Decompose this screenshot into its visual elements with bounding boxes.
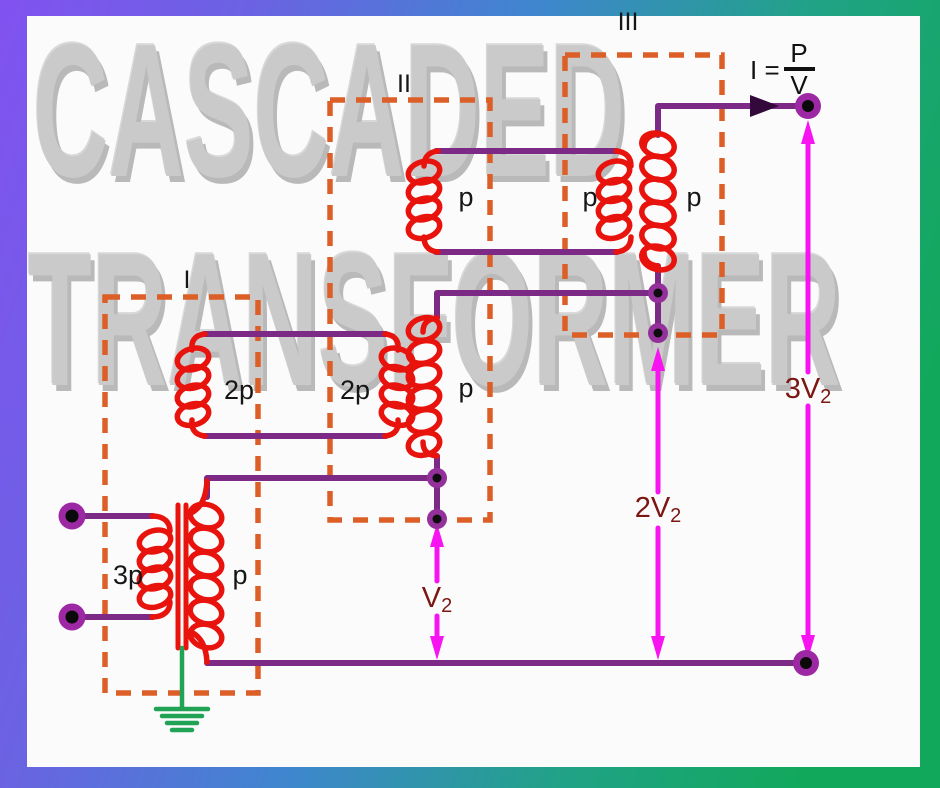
coil-loop [136,582,174,611]
voltage-arrowheads [430,120,815,660]
coil-t1-primary [136,527,174,611]
t3-right-label: p [686,182,701,212]
3v2-head-down [801,635,815,659]
hook [613,148,634,169]
2v2-label: 2V2 [635,492,682,527]
hook [149,513,173,534]
link-right-label: 2p [340,375,370,405]
coil-loop [405,429,443,459]
v2-head-up [430,523,444,547]
output-terminal-core [802,100,814,112]
coil-t1-secondary [187,501,225,651]
coil-link1-left [174,345,212,429]
t2-top-label: p [458,182,473,212]
transformer-coils [136,130,677,665]
2v2-head-down [651,636,665,660]
formula-numerator: P [790,38,807,68]
3v2-base: 3V [785,373,821,405]
formula-lhs: I = [750,55,780,85]
wire-stage3-feed [434,290,661,321]
v2-base: V [422,582,442,614]
junction-dots [427,283,668,529]
hook [382,417,401,439]
input-terminal-top-core [65,509,79,523]
hook [149,599,173,620]
link-left-label: 2p [224,375,254,405]
current-direction-arrow [750,95,779,117]
coil-loop [174,400,212,429]
hook [188,629,210,665]
3v2-head-up [801,120,815,144]
2v2-base: 2V [635,492,671,524]
v2-sub: 2 [441,595,452,617]
current-formula: I = P V [750,38,815,100]
3v2-sub: 2 [820,386,831,408]
earth-ground [153,645,211,733]
junction-dot-core [432,473,442,483]
v2-label: V2 [422,582,452,617]
t1-secondary-label: p [232,560,247,590]
hook [420,439,440,459]
junction-dot-core [653,328,663,338]
coil-t2-top [405,158,443,242]
coil-t2-bottom [405,314,443,459]
junction-dot-core [653,288,663,298]
hook [421,148,441,169]
coil-t3-right [639,130,677,273]
formula-denominator: V [790,70,808,100]
stage1-label: I [184,266,191,294]
coil-loop [187,621,225,651]
coil-loop [639,243,677,273]
t1-primary-label: 3p [113,560,143,590]
2v2-sub: 2 [670,505,681,527]
2v2-head-up [651,347,665,371]
return-terminal-core [800,657,812,669]
t3-left-label: p [582,182,597,212]
hook [613,234,634,255]
stage3-label: III [618,8,639,36]
stage-box-2 [327,97,493,523]
coil-loop [405,213,443,242]
terminals [58,93,821,676]
stage-box-3 [562,52,725,338]
hook [189,417,208,439]
coil-loop [595,213,633,242]
coil-t3-left [595,158,633,242]
v2-head-down [430,636,444,660]
t2-bottom-label: p [458,373,473,403]
input-terminal-bottom-core [65,610,79,624]
wire-output-top [655,103,800,138]
3v2-label: 3V2 [785,373,832,408]
stage2-label: II [397,70,411,98]
wire-stage2-feed [204,475,440,500]
junction-dot-core [432,514,442,524]
